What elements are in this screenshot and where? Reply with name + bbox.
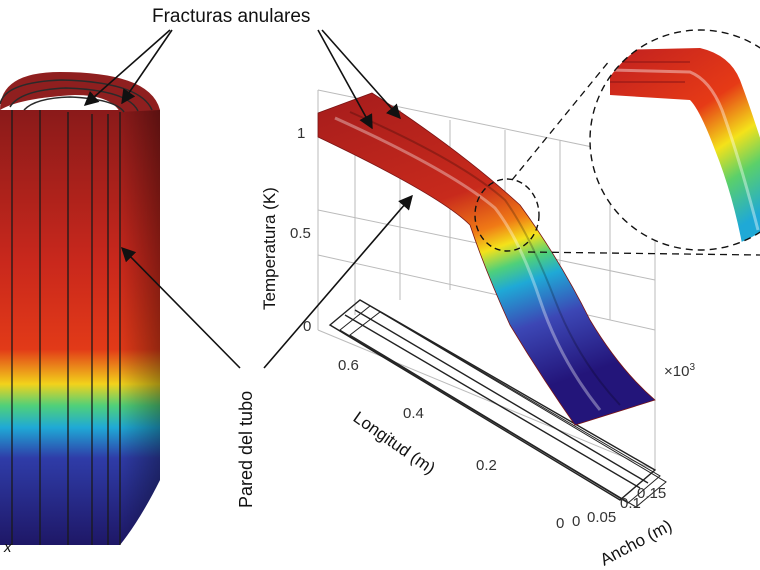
- cylinder-wall-lines: [11, 110, 121, 545]
- zoom-circle-border: [589, 29, 760, 251]
- z-tick-0.5: 0.5: [290, 225, 311, 242]
- annular-fracture-ring-outer: [0, 79, 153, 111]
- surface-ridge-2: [349, 111, 621, 406]
- temperature-surface: [317, 92, 656, 426]
- callouts: Fracturas anulares Pared del tubo: [83, 6, 413, 508]
- x-tick-0.15: 0.15: [637, 485, 666, 502]
- fractures-arrow-3: [317, 29, 373, 130]
- cylinder-top: [0, 72, 160, 112]
- zoom-region-marker: [474, 178, 540, 252]
- scale-factor: ×103: [664, 362, 695, 380]
- zoom-connector-top: [511, 59, 611, 181]
- pipe-wall-arrow-right: [263, 194, 413, 369]
- x-tick-0.05: 0.05: [587, 509, 616, 526]
- z-axis-title: Temperatura (K): [260, 187, 279, 310]
- fractures-arrow-2: [121, 29, 173, 105]
- floor-grid: [328, 299, 667, 508]
- annular-fracture-ring-inner: [23, 96, 125, 113]
- zoom-surface: [610, 48, 760, 250]
- z-tick-0: 0: [303, 318, 311, 335]
- z-tick-1: 1: [297, 125, 305, 142]
- fractures-arrow-1: [83, 29, 171, 106]
- y-tick-0.4: 0.4: [403, 405, 424, 422]
- cylinder-side-shade: [118, 110, 160, 545]
- zoom-surface-ridge: [609, 68, 760, 231]
- fractures-label: Fracturas anulares: [152, 6, 310, 27]
- surface-ridge-1: [334, 116, 602, 411]
- cylinder-model: x: [0, 72, 160, 556]
- y-tick-0.2: 0.2: [476, 457, 497, 474]
- pipe-wall-arrow-left: [120, 246, 241, 369]
- x-tick-0: 0: [572, 513, 580, 530]
- y-axis-title: Longitud (m): [350, 408, 439, 478]
- zoom-inset: [589, 29, 760, 251]
- x-axis-marker: x: [3, 539, 12, 556]
- zoom-connector-bottom: [527, 251, 760, 256]
- y-tick-0.6: 0.6: [338, 357, 359, 374]
- surface-plot: Temperatura (K) 1 0.5 0 0.6 0.4 0.2 0 Lo…: [260, 59, 760, 570]
- y-tick-0: 0: [556, 515, 564, 532]
- fractures-arrow-4: [321, 29, 401, 120]
- x-tick-0.1: 0.1: [620, 495, 641, 512]
- pipe-wall-label: Pared del tubo: [236, 391, 256, 508]
